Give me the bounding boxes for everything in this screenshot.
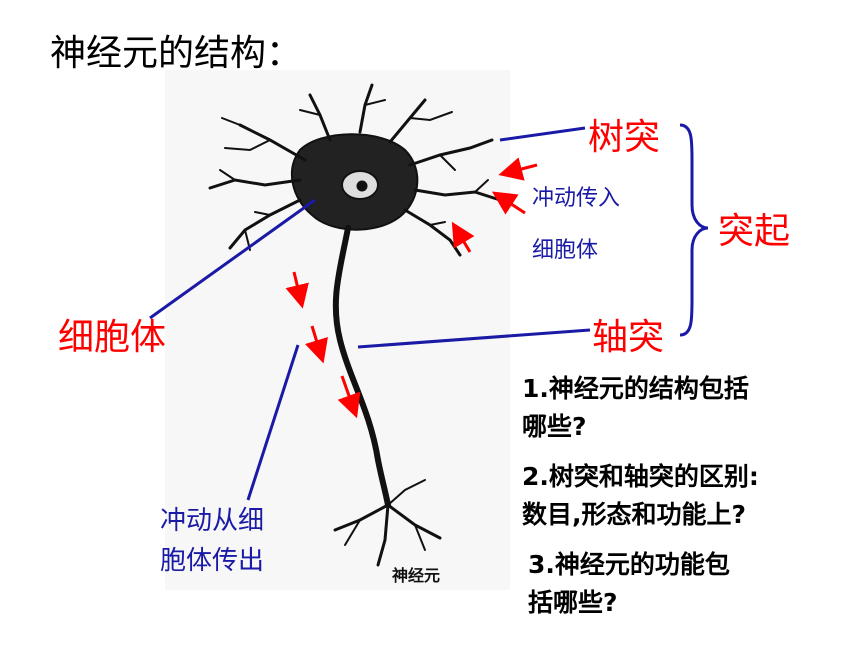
arrow-in-2 xyxy=(491,191,526,215)
axon-label: 轴突 xyxy=(592,317,665,358)
question-3-line2: 括哪些? xyxy=(528,588,618,617)
arrow-out-2 xyxy=(305,325,328,364)
cellbody-connector xyxy=(149,198,316,320)
arrow-out-3 xyxy=(337,375,361,419)
arrow-in-1 xyxy=(498,157,538,181)
process-label: 突起 xyxy=(718,211,791,252)
question-2-line2: 数目,形态和功能上? xyxy=(522,500,746,529)
impulse-out-label-line1: 冲动从细 xyxy=(160,506,265,536)
question-1-line1: 1.神经元的结构包括 xyxy=(522,374,749,403)
impulse-in-label-line2: 细胞体 xyxy=(532,238,599,263)
arrow-in-3 xyxy=(451,221,475,253)
dendrite-label: 树突 xyxy=(588,117,661,158)
question-1-line2: 哪些? xyxy=(522,412,587,441)
process-brace xyxy=(679,123,709,337)
question-2-line1: 2.树突和轴突的区别: xyxy=(522,462,759,491)
page-title: 神经元的结构： xyxy=(50,33,303,74)
dendrite-connector xyxy=(499,126,586,142)
connector-lines xyxy=(149,126,591,501)
image-caption: 神经元 xyxy=(392,566,441,585)
axon-connector xyxy=(357,328,591,349)
cell-body-label: 细胞体 xyxy=(58,317,167,358)
impulse-out-connector xyxy=(246,344,300,501)
arrow-out-1 xyxy=(285,271,309,309)
question-3-line1: 3.神经元的功能包 xyxy=(528,550,730,579)
impulse-in-label-line1: 冲动传入 xyxy=(532,186,621,211)
impulse-out-label-line2: 胞体传出 xyxy=(160,546,265,576)
impulse-arrows xyxy=(285,157,538,419)
axon-shaft xyxy=(332,225,391,508)
neuron-drawing xyxy=(208,83,502,567)
